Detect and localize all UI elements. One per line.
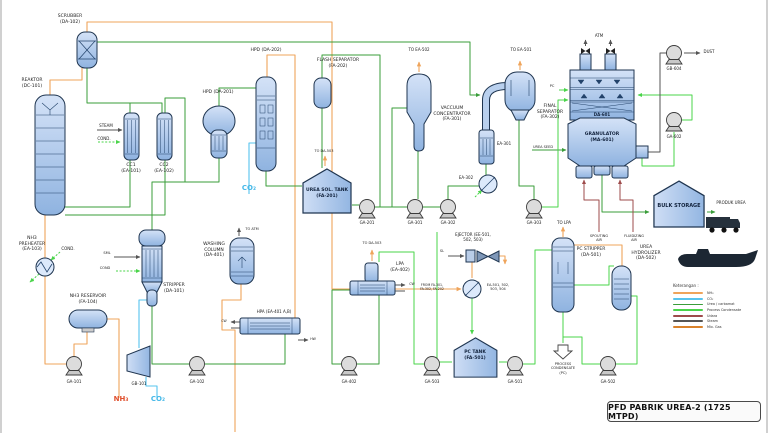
ga-302-pump (439, 199, 457, 219)
ea-302-exchanger (478, 174, 498, 194)
title-block: PFD PABRIK UREA-2 (1725 MTPD) (607, 401, 761, 422)
hpd-202-vessel (255, 76, 277, 172)
washing-column-vessel (229, 237, 255, 285)
pipes (29, 21, 716, 432)
diagram-title: PFD PABRIK UREA-2 (1725 MTPD) (608, 402, 731, 421)
lpa-exchanger (349, 262, 396, 296)
legend-title: Keterangan : (673, 283, 699, 288)
legend-label-urea: Urea / carbamat (707, 302, 735, 307)
legend-row: Udara (673, 313, 766, 319)
air-lines (582, 179, 634, 232)
urea-lines (65, 41, 716, 365)
granulator-scrubber-da601 (569, 48, 635, 121)
reactor-vessel (34, 94, 66, 216)
ga-602-pump (665, 112, 683, 132)
legend-swatch-nh3 (673, 292, 703, 295)
flash-separator-vessel (313, 77, 332, 109)
pc-tank-vessel (453, 337, 498, 378)
legend-label-mixgas: Mix. Gas (707, 324, 722, 329)
legend-swatch-steam (673, 320, 703, 323)
ea-301-exchanger (478, 129, 495, 165)
co2-compressor (126, 345, 151, 378)
ga-502-pump (599, 356, 617, 376)
nh3-preheater-exchanger (35, 257, 55, 277)
co2-lines (138, 142, 256, 398)
pc-stripper-vessel (551, 237, 575, 313)
ea-50x-exchanger (462, 279, 482, 299)
legend-label-pc: Process Condensate (707, 308, 742, 313)
legend-row: CO₂ (673, 296, 766, 302)
carbamate-condenser-1 (123, 112, 140, 161)
ga-501-pump (506, 356, 524, 376)
vacuum-concentrator-vessel (406, 73, 432, 152)
final-separator-vessel (482, 71, 536, 132)
ga-402-pump (340, 356, 358, 376)
ga-102-pump (188, 356, 206, 376)
process-condensate-arrow (552, 344, 574, 360)
legend-row: NH₃ (673, 291, 766, 297)
legend-swatch-udara (673, 314, 703, 317)
legend: Keterangan : NH₃ CO₂ Urea / carbamat Pro… (673, 283, 766, 330)
stripper-vessel (138, 229, 166, 307)
legend-row: Steam (673, 318, 766, 324)
urea-hydrolizer-vessel (611, 265, 632, 311)
legend-swatch-mixgas (673, 326, 703, 328)
carbamate-condenser-2 (156, 112, 173, 161)
legend-label-nh3: NH₃ (707, 291, 714, 296)
legend-row: Process Condensate (673, 307, 766, 313)
urea-solution-tank (302, 168, 352, 214)
legend-label-udara: Udara (707, 313, 718, 318)
ga-201-pump (358, 199, 376, 219)
ship-icon (678, 249, 758, 267)
bulk-storage (653, 180, 705, 228)
ejector (465, 249, 500, 263)
gb-604-blower (665, 45, 683, 65)
nh3-reservoir-vessel (68, 309, 108, 333)
truck-icon (706, 217, 740, 233)
legend-swatch-co2 (673, 298, 703, 300)
legend-row: Urea / carbamat (673, 302, 766, 308)
legend-label-co2: CO₂ (707, 296, 714, 301)
ga-101-pump (65, 356, 83, 376)
granulator-body (567, 117, 649, 179)
hpd-201-vessel (202, 105, 236, 159)
hpa-exchanger (239, 317, 301, 335)
legend-swatch-pc (673, 309, 703, 311)
legend-label-steam: Steam (707, 319, 718, 324)
ga-503-pump (423, 356, 441, 376)
equipment (34, 31, 758, 378)
legend-row: Mix. Gas (673, 324, 766, 330)
ga-301-pump (406, 199, 424, 219)
ga-303-pump (525, 199, 543, 219)
scrubber-vessel (76, 31, 98, 69)
legend-swatch-urea (673, 303, 703, 306)
